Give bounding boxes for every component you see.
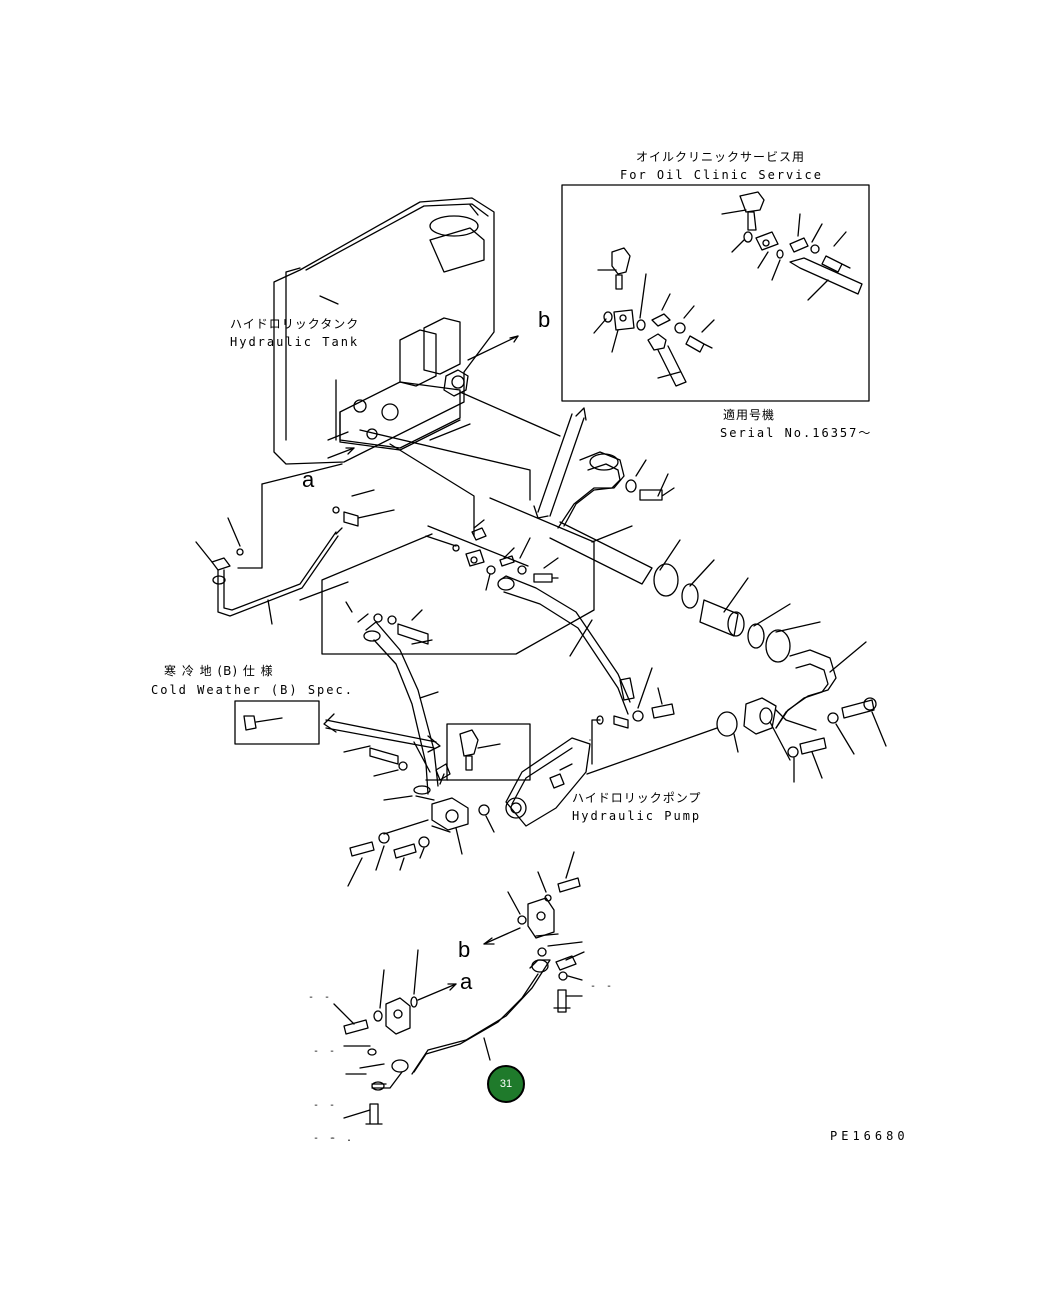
arrow-a-top — [327, 447, 355, 459]
oil-clinic-frame — [561, 184, 870, 402]
cold-weather-frame — [234, 700, 320, 745]
return-hose — [345, 601, 439, 795]
dash-mark: - - — [308, 992, 333, 1003]
arrow-b-top — [467, 335, 519, 361]
bottom-pipe-assembly — [333, 851, 585, 1125]
dash-mark: - - — [590, 981, 615, 992]
reference-letter-a-bottom: a — [460, 969, 473, 994]
hydraulic-tank-label-jp: ハイドロリックタンク — [230, 317, 360, 331]
suction-pipe-chain — [549, 451, 887, 783]
oil-clinic-title-jp: オイルクリニックサービス用 — [636, 150, 806, 164]
left-pipe — [195, 517, 343, 625]
cold-weather-label-jp: 寒 冷 地 (B) 仕 様 — [164, 664, 274, 678]
hydraulic-pump-label-jp: ハイドロリックポンプ — [572, 791, 702, 805]
suction-hose — [497, 575, 675, 729]
serial-label-jp: 適用号機 — [723, 408, 776, 422]
pump-detail-frame — [446, 723, 531, 781]
reference-letter-a-top: a — [302, 467, 315, 492]
dash-mark: - - — [313, 1100, 338, 1111]
drawing-code: PE16680 — [830, 1129, 909, 1143]
hydraulic-tank-label-en: Hydraulic Tank — [230, 335, 360, 349]
reference-letter-b-bottom: b — [458, 937, 471, 962]
serial-label-en: Serial No.16357〜 — [720, 426, 873, 440]
control-valve — [327, 317, 469, 451]
reference-letter-b-top: b — [538, 307, 551, 332]
oil-clinic-title-en: For Oil Clinic Service — [620, 168, 823, 182]
hydraulic-pump-label-en: Hydraulic Pump — [572, 809, 702, 823]
oil-clinic-right-group — [721, 191, 863, 301]
oil-clinic-left-group — [593, 247, 715, 387]
dash-mark: - . — [330, 1133, 355, 1144]
arrow-a-bottom — [417, 983, 457, 1001]
arrow-b-bottom — [483, 927, 521, 945]
dash-mark: - - — [313, 1046, 338, 1057]
dash-mark: - - — [313, 1133, 338, 1144]
part-callout-31[interactable]: 31 — [487, 1065, 525, 1103]
hydraulic-tank — [273, 197, 495, 465]
cold-weather-label-en: Cold Weather (B) Spec. — [151, 683, 354, 697]
